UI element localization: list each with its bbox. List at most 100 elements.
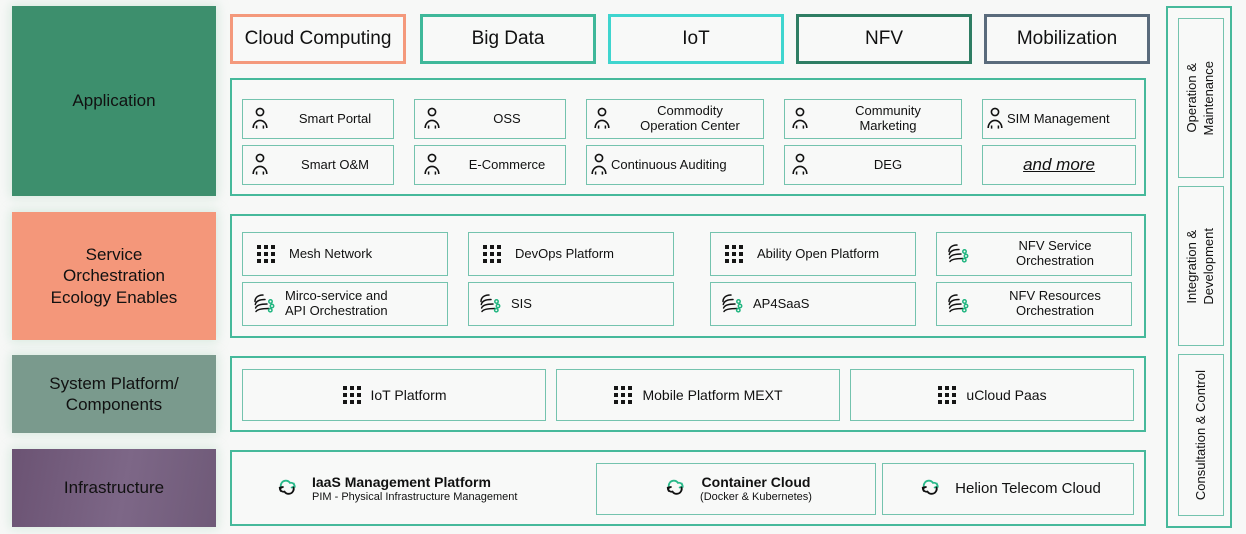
person-icon [415,107,449,131]
inf-item-title: Helion Telecom Cloud [955,480,1101,497]
svc-card-nfv-resources-orchestration[interactable]: NFV Resources Orchestration [936,282,1132,326]
application-panel: Smart Portal OSS Commodity Operation Cen… [230,78,1146,196]
sys-card-mobile-platform-mext[interactable]: Mobile Platform MEXT [556,369,840,421]
layer-label-infrastructure-text: Infrastructure [63,478,165,498]
person-icon [587,107,617,131]
sys-card-label: IoT Platform [370,386,447,403]
grid-dots-icon [711,244,757,264]
app-card-oss[interactable]: OSS [414,99,566,139]
svc-card-label: Mirco-service and API Orchestration [285,288,388,318]
app-card-smart-portal[interactable]: Smart Portal [242,99,394,139]
inf-item-subtitle: PIM - Physical Infrastructure Management [312,490,518,503]
inf-item-container-cloud[interactable]: Container Cloud (Docker & Kubernetes) [596,463,876,515]
domain-pill-label: NFV [865,28,903,49]
app-card-label: Smart Portal [298,110,372,126]
network-fan-icon [469,291,511,317]
app-card-sim-management[interactable]: SIM Management [982,99,1136,139]
inf-item-iaas-management-platform[interactable]: IaaS Management Platform PIM - Physical … [272,463,602,515]
inf-item-text-block: IaaS Management Platform PIM - Physical … [312,474,517,504]
app-card-community-marketing[interactable]: Community Marketing [784,99,962,139]
grid-dots-icon [469,244,515,264]
sys-card-ucloud-paas[interactable]: uCloud Paas [850,369,1134,421]
sys-card-iot-platform[interactable]: IoT Platform [242,369,546,421]
person-icon [415,153,449,177]
rail-item-consultation-control[interactable]: Consultation & Control [1178,354,1224,516]
domain-pill-label: Cloud Computing [244,28,392,49]
cloud-sync-icon [272,474,302,505]
sys-card-label: uCloud Paas [966,386,1047,403]
side-rail: Operation & Maintenance Integration & De… [1166,6,1232,528]
network-fan-icon [711,291,753,317]
svc-card-ap4saas[interactable]: AP4SaaS [710,282,916,326]
svc-card-micro-service-api-orchestration[interactable]: Mirco-service and API Orchestration [242,282,448,326]
system-platform-panel: IoT Platform Mobile Platform MEXT uCloud… [230,356,1146,432]
app-card-label: Continuous Auditing [611,156,727,172]
domain-pill-cloud-computing[interactable]: Cloud Computing [230,14,406,64]
app-card-commodity-operation-center[interactable]: Commodity Operation Center [586,99,764,139]
svc-card-label: NFV Service Orchestration [1015,238,1095,268]
app-card-and-more[interactable]: and more [982,145,1136,185]
domain-pill-mobilization[interactable]: Mobilization [984,14,1150,64]
grid-dots-icon [613,385,633,405]
app-card-label: DEG [873,156,903,172]
svc-card-devops-platform[interactable]: DevOps Platform [468,232,674,276]
network-fan-icon [937,241,979,267]
inf-item-title: Container Cloud [701,474,811,490]
app-card-continuous-auditing[interactable]: Continuous Auditing [586,145,764,185]
layer-label-application-text: Application [72,91,156,111]
inf-item-title: IaaS Management Platform [312,474,491,490]
rail-item-label: Integration & Development [1184,227,1216,305]
app-card-label: Commodity Operation Center [640,103,740,133]
inf-item-subtitle: (Docker & Kubernetes) [700,490,812,503]
person-icon [243,153,277,177]
app-card-label: E-Commerce [468,156,546,172]
svc-card-sis[interactable]: SIS [468,282,674,326]
rail-item-label: Operation & Maintenance [1184,60,1216,136]
layer-label-service-orchestration-text: Service Orchestration Ecology Enables [50,245,178,307]
rail-item-integration-development[interactable]: Integration & Development [1178,186,1224,346]
person-icon [983,107,1007,131]
domain-pill-iot[interactable]: IoT [608,14,784,64]
domain-pill-nfv[interactable]: NFV [796,14,972,64]
domain-pill-label: IoT [682,28,710,49]
app-card-label: Smart O&M [301,156,369,172]
service-orchestration-panel: Mesh Network DevOps Platform Ability Ope… [230,214,1146,338]
network-fan-icon [937,291,979,317]
network-fan-icon [243,291,285,317]
person-icon [243,107,277,131]
layer-label-system-platform-text: System Platform/ Components [49,373,179,414]
app-card-e-commerce[interactable]: E-Commerce [414,145,566,185]
domain-pill-label: Mobilization [1016,28,1118,49]
layer-label-service-orchestration: Service Orchestration Ecology Enables [12,212,216,340]
sys-card-label: Mobile Platform MEXT [642,386,783,403]
app-card-label: and more [1023,155,1095,175]
inf-item-helion-telecom-cloud[interactable]: Helion Telecom Cloud [882,463,1134,515]
domain-pill-big-data[interactable]: Big Data [420,14,596,64]
layer-label-application: Application [12,6,216,196]
person-icon [785,153,815,177]
svc-card-label: SIS [511,295,532,311]
inf-item-text-block: Container Cloud (Docker & Kubernetes) [700,474,812,504]
svc-card-label: AP4SaaS [753,295,810,311]
inf-item-text-block: Helion Telecom Cloud [955,480,1101,498]
app-card-label: OSS [493,110,521,126]
svc-card-mesh-network[interactable]: Mesh Network [242,232,448,276]
person-icon [587,153,611,177]
app-card-smart-om[interactable]: Smart O&M [242,145,394,185]
svc-card-label: NFV Resources Orchestration [1009,288,1101,318]
app-card-deg[interactable]: DEG [784,145,962,185]
cloud-sync-icon [915,474,945,505]
svc-card-label: DevOps Platform [515,245,614,261]
grid-dots-icon [937,385,957,405]
grid-dots-icon [243,244,289,264]
svc-card-nfv-service-orchestration[interactable]: NFV Service Orchestration [936,232,1132,276]
svc-card-label: Ability Open Platform [757,245,880,261]
cloud-sync-icon [660,474,690,505]
svc-card-ability-open-platform[interactable]: Ability Open Platform [710,232,916,276]
grid-dots-icon [342,385,362,405]
layer-label-infrastructure: Infrastructure [12,449,216,527]
rail-item-operation-maintenance[interactable]: Operation & Maintenance [1178,18,1224,178]
app-card-label: Community Marketing [855,103,921,133]
person-icon [785,107,815,131]
